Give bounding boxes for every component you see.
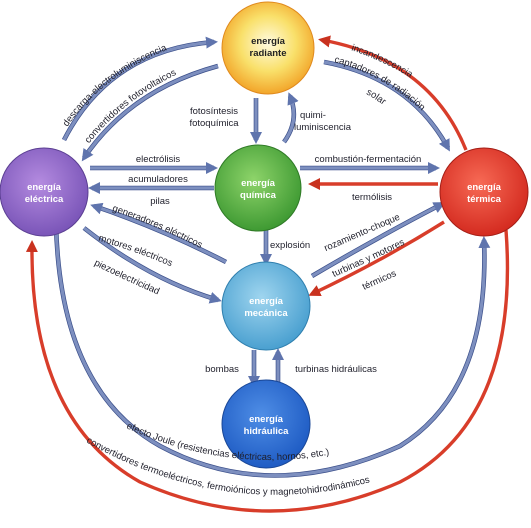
node-mecanica-line2: mecánica [244, 308, 288, 319]
arrow-convertidores-termo [25, 229, 510, 513]
arrow-incandescencia [318, 35, 468, 151]
label-fotosintesis: fotosíntesis [190, 106, 238, 117]
arrow-efecto-joule [53, 223, 491, 478]
node-termica-line2: térmica [467, 194, 502, 205]
label-combustion: combustión-fermentación [315, 154, 422, 165]
label-piezoelectricidad: piezoelectricidad [92, 258, 161, 298]
node-radiante-line1: energía [251, 36, 286, 47]
node-electrica-line1: energía [27, 182, 62, 193]
label-quimi: quimi- [300, 110, 326, 121]
arrow-turbinas-motores [308, 220, 445, 297]
node-hidraulica-line2: hidráulica [244, 426, 290, 437]
label-acumuladores: acumuladores [128, 174, 188, 185]
label-turbinas-hidraulicas: turbinas hidráulicas [295, 364, 377, 375]
arrow-convertidores-fotovoltaicos [81, 63, 219, 162]
node-termica-line1: energía [467, 182, 502, 193]
arrow-captadores [323, 59, 451, 152]
node-energia-electrica: energía eléctrica [0, 147, 89, 237]
label-pilas: pilas [150, 196, 170, 207]
node-electrica-line2: eléctrica [25, 194, 64, 205]
label-luminiscencia: luminiscencia [294, 122, 352, 133]
node-energia-quimica: energía química [214, 144, 302, 232]
label-termicos: térmicos [361, 268, 399, 293]
label-fotoquimica: fotoquímica [189, 118, 239, 129]
node-energia-hidraulica: energía hidráulica [221, 379, 311, 469]
node-energia-radiante: energía radiante [221, 1, 315, 95]
arrow-generadores [90, 202, 228, 265]
arrow-descarga [61, 36, 218, 142]
label-solar: solar [364, 87, 388, 108]
label-explosion: explosión [270, 240, 310, 251]
arrow-quimiluminiscencia [282, 92, 299, 144]
node-quimica-line1: energía [241, 178, 276, 189]
arrow-motores-electricos [82, 226, 222, 304]
node-quimica-line2: química [240, 190, 277, 201]
label-convertidores-fotovoltaicos: convertidores fotovoltaicos [83, 67, 179, 145]
label-bombas: bombas [205, 364, 239, 375]
node-hidraulica-line1: energía [249, 414, 284, 425]
node-energia-mecanica: energía mecánica [221, 261, 311, 351]
node-energia-termica: energía térmica [439, 147, 529, 237]
arrow-rozamiento [310, 201, 446, 278]
node-mecanica-line1: energía [249, 296, 284, 307]
node-radiante-line2: radiante [250, 48, 287, 59]
label-termolisis: termólisis [352, 192, 392, 203]
label-electrolisis: electrólisis [136, 154, 181, 165]
